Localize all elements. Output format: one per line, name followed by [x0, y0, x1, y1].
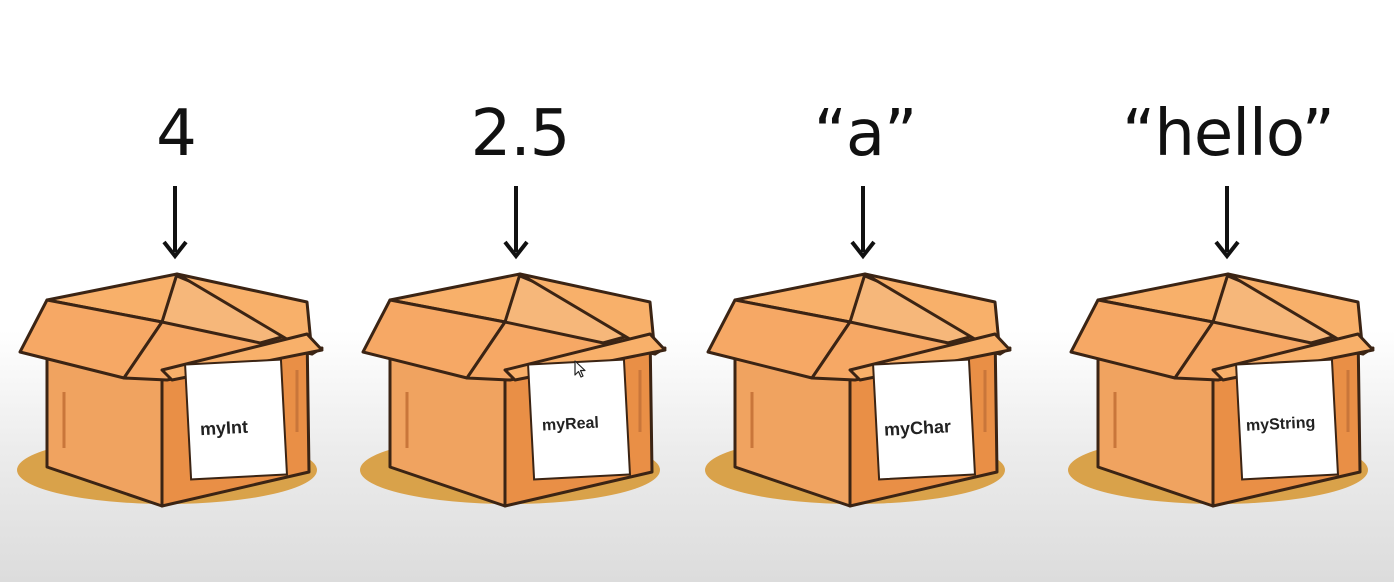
box-illustration	[705, 272, 1012, 508]
variable-label: myChar	[883, 416, 952, 440]
down-arrow-icon	[503, 186, 529, 260]
value-text: “hello”	[1122, 97, 1335, 171]
variable-box-real: 2.5 myReal	[355, 0, 685, 582]
box-illustration	[17, 272, 324, 508]
variable-label: myReal	[541, 414, 600, 435]
down-arrow-icon	[850, 186, 876, 260]
box-illustration	[1068, 272, 1375, 508]
variable-box-char: “a” myChar	[700, 0, 1030, 582]
variable-label: myString	[1245, 414, 1316, 435]
value-text: “a”	[813, 97, 918, 171]
variable-label: myInt	[199, 416, 249, 440]
down-arrow-icon	[162, 186, 188, 260]
value-text: 2.5	[470, 97, 571, 171]
box-illustration	[360, 272, 667, 508]
variable-box-int: 4 myInt	[12, 0, 342, 582]
value-text: 4	[156, 97, 197, 171]
mouse-cursor-icon	[574, 360, 586, 378]
variable-box-string: “hello” myString	[1063, 0, 1393, 582]
down-arrow-icon	[1214, 186, 1240, 260]
